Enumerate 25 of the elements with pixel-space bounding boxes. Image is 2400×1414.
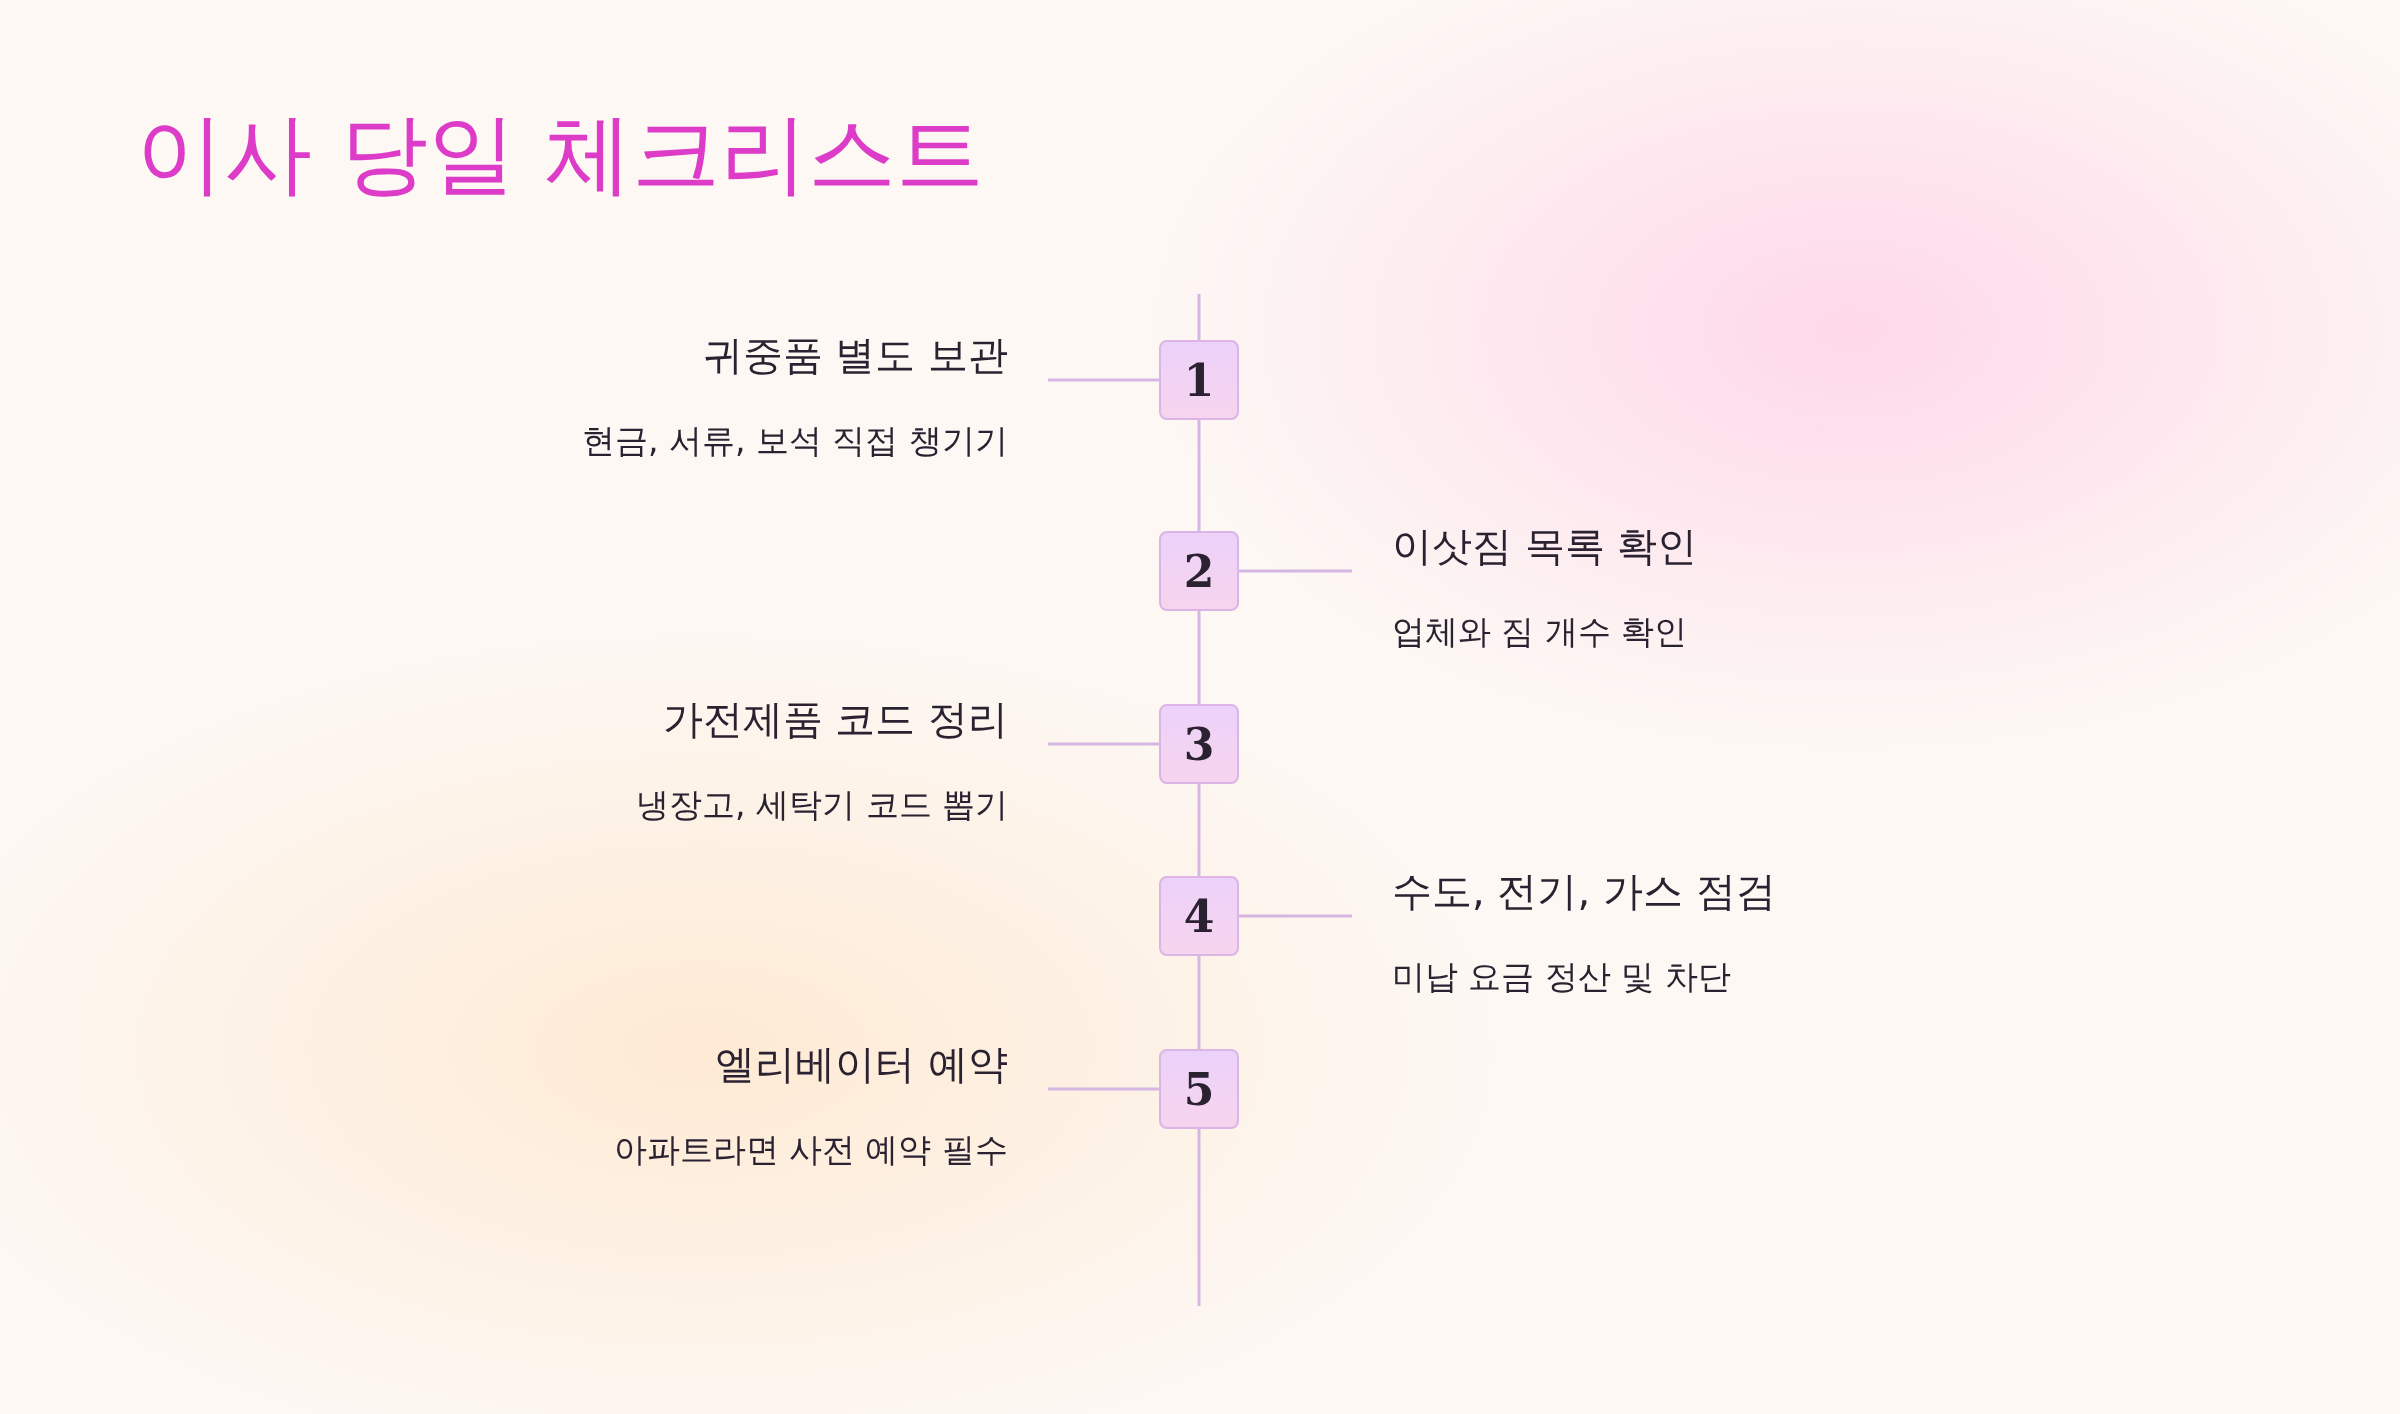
timeline-line: [1197, 784, 1201, 876]
step-description: 업체와 짐 개수 확인: [1392, 611, 1688, 653]
number-box: 1: [1159, 340, 1239, 420]
timeline-line: [1197, 420, 1201, 531]
leader-line: [1048, 742, 1159, 746]
timeline-line: [1197, 611, 1201, 704]
step-heading: 가전제품 코드 정리: [662, 695, 1008, 744]
timeline-line: [1197, 956, 1201, 1049]
step-description: 냉장고, 세탁기 코드 뽑기: [636, 784, 1008, 826]
number-box: 2: [1159, 531, 1239, 611]
leader-line: [1239, 569, 1352, 573]
number-box: 3: [1159, 704, 1239, 784]
step-description: 현금, 서류, 보석 직접 챙기기: [582, 420, 1008, 462]
step-description: 미납 요금 정산 및 차단: [1392, 956, 1731, 998]
number-box: 4: [1159, 876, 1239, 956]
number-box: 5: [1159, 1049, 1239, 1129]
step-heading: 귀중품 별도 보관: [702, 331, 1008, 380]
leader-line: [1048, 378, 1159, 382]
leader-line: [1048, 1087, 1159, 1091]
step-heading: 수도, 전기, 가스 점검: [1392, 867, 1776, 916]
title: 이사 당일 체크리스트: [136, 101, 984, 207]
step-description: 아파트라면 사전 예약 필수: [613, 1129, 1008, 1171]
leader-line: [1239, 914, 1352, 918]
step-heading: 엘리베이터 예약: [715, 1040, 1008, 1089]
step-heading: 이삿짐 목록 확인: [1392, 522, 1698, 571]
